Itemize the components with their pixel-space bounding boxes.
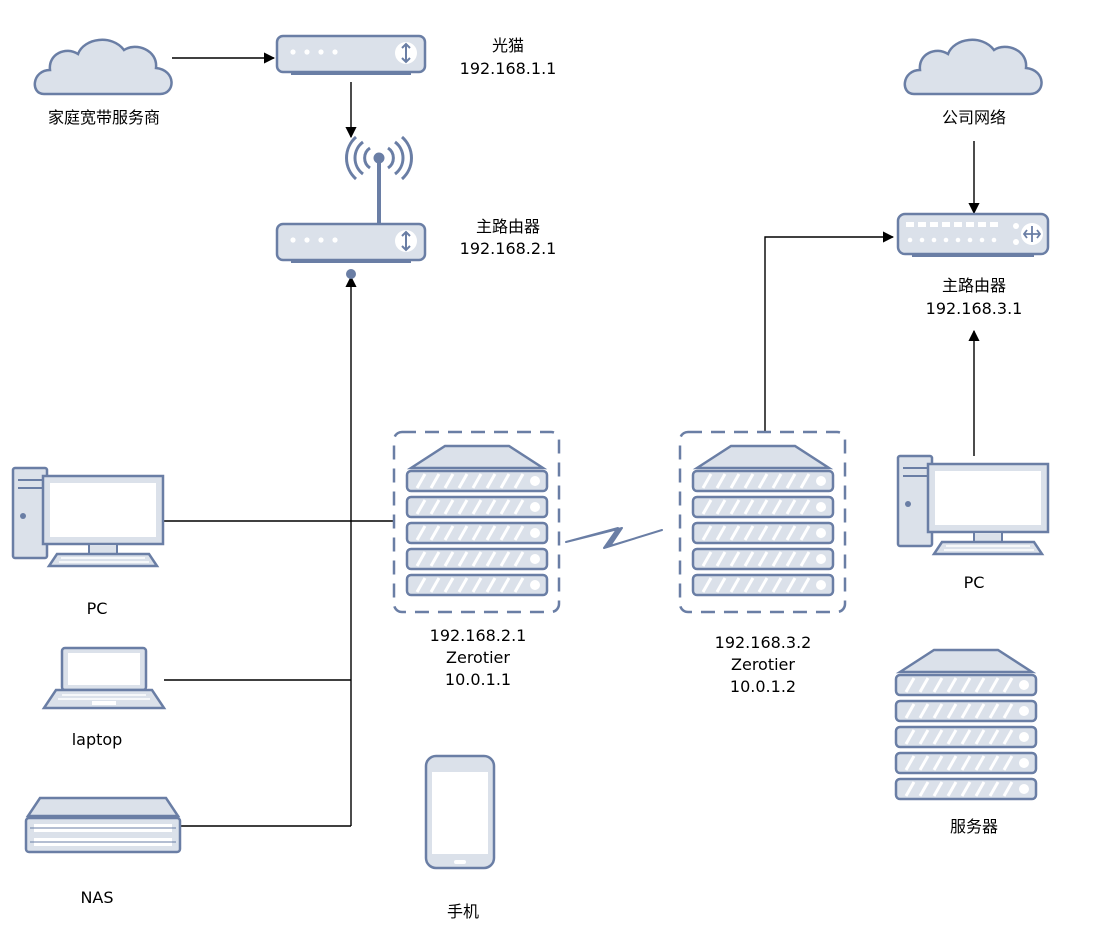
- home-router-name-label: 主路由器: [476, 217, 540, 236]
- nas-icon: [24, 796, 182, 854]
- zt-left-server-icon: [405, 444, 549, 597]
- isp-label: 家庭宽带服务商: [48, 108, 160, 127]
- connections: [164, 52, 980, 827]
- modem-icon: [275, 34, 427, 75]
- office-network-label: 公司网络: [942, 108, 1006, 127]
- router-icon: [275, 222, 427, 279]
- zt-right-server-icon: [691, 444, 835, 597]
- zt-left-vip-label: 10.0.1.1: [445, 670, 511, 689]
- office-router-ip-label: 192.168.3.1: [926, 299, 1023, 318]
- lightning-link-icon: [565, 527, 663, 549]
- home-pc-label: PC: [87, 599, 108, 618]
- zt-left-ip-label: 192.168.2.1: [430, 626, 527, 645]
- zt-right-name-label: Zerotier: [731, 655, 795, 674]
- isp-cloud-icon: [33, 38, 173, 96]
- zt-right-vip-label: 10.0.1.2: [730, 677, 796, 696]
- office-pc-label: PC: [964, 573, 985, 592]
- zt-right-ip-label: 192.168.3.2: [715, 633, 812, 652]
- smartphone-icon: [424, 754, 496, 870]
- office-cloud-icon: [903, 38, 1043, 96]
- nas-label: NAS: [80, 888, 113, 907]
- office-server-icon: [894, 648, 1038, 801]
- laptop-label: laptop: [72, 730, 123, 749]
- laptop-icon: [41, 646, 167, 710]
- edge-zt-right-to-office-router: [764, 231, 895, 432]
- office-server-label: 服务器: [950, 817, 998, 836]
- office-pc-icon: [896, 454, 1050, 556]
- zt-right-group-border: [678, 430, 847, 614]
- zt-left-group-border: [392, 430, 561, 614]
- modem-ip-label: 192.168.1.1: [460, 59, 557, 78]
- home-router-ip-label: 192.168.2.1: [460, 239, 557, 258]
- switch-router-icon: [896, 212, 1050, 257]
- office-router-name-label: 主路由器: [942, 276, 1006, 295]
- zt-left-name-label: Zerotier: [446, 648, 510, 667]
- wifi-antenna-icon: [345, 135, 413, 224]
- home-pc-icon: [11, 466, 165, 568]
- modem-name-label: 光猫: [492, 36, 524, 55]
- phone-label: 手机: [447, 902, 479, 921]
